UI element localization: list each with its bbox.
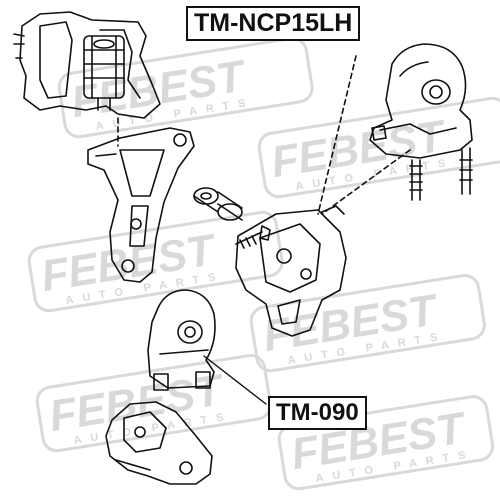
upper-engine-bracket xyxy=(13,11,161,119)
guide-line xyxy=(317,55,357,215)
bushing xyxy=(193,187,243,221)
bottom-bracket xyxy=(105,401,213,485)
center-mount-bracket xyxy=(235,205,347,337)
part-number-label-top: TM-NCP15LH xyxy=(186,6,361,41)
engine-arm-bracket xyxy=(87,127,195,283)
watermark-1: FEBEST AUTO PARTS xyxy=(57,36,314,139)
transmission-mount xyxy=(147,289,267,405)
bolt xyxy=(235,225,271,249)
part-number-label-bottom: TM-090 xyxy=(268,396,367,430)
line-drawing xyxy=(13,11,473,485)
watermark-5: FEBEST AUTO PARTS xyxy=(35,354,272,453)
watermark-3: FEBEST AUTO PARTS xyxy=(27,210,284,313)
right-engine-mount xyxy=(369,43,473,201)
guide-line xyxy=(321,149,411,215)
